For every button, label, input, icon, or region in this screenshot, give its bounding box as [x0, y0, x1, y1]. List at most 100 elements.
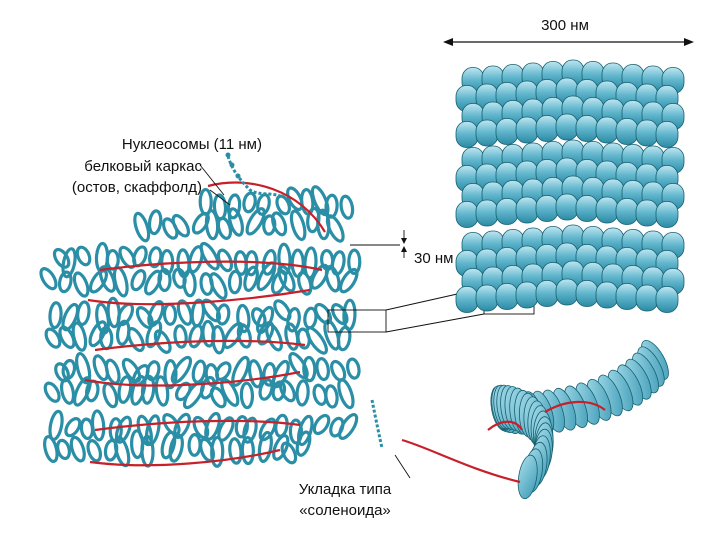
chromatin-loop [187, 433, 202, 457]
looped-chromatin-domain [39, 185, 362, 468]
fiber-segment [575, 280, 599, 307]
chromatin-loop [280, 441, 298, 465]
chromatin-loop [338, 412, 359, 440]
fiber-segment [535, 115, 559, 142]
chromatin-loop [342, 298, 357, 332]
condensed-fiber-300nm [455, 59, 685, 313]
chromatin-loop [323, 319, 341, 351]
chromatin-loop [295, 430, 312, 457]
chromatin-loop [325, 214, 345, 243]
chromatin-loop [272, 434, 290, 461]
fiber-segment [495, 118, 519, 145]
chromatin-loop [145, 319, 163, 349]
chromatin-loop [88, 269, 109, 294]
fiber-segment [555, 278, 579, 306]
solenoid-coil [490, 340, 669, 500]
chromatin-loop [61, 247, 77, 279]
chromatin-loop [302, 355, 317, 383]
chromatin-loop [160, 430, 177, 460]
chromatin-loop [257, 430, 273, 463]
chromatin-loop [288, 352, 309, 380]
nucleosome-strand-bottom [370, 399, 606, 484]
chromatin-loop [278, 379, 296, 403]
chromatin-loop [242, 191, 257, 214]
fiber-segment [655, 121, 679, 148]
chromatin-loop [324, 265, 341, 293]
chromatin-loop [163, 359, 178, 390]
chromatin-loop [39, 267, 58, 291]
chromatin-loop [346, 357, 361, 380]
chromatin-loop [220, 378, 240, 407]
scale-300nm-label: 300 нм [541, 17, 589, 34]
chromatin-loop [98, 265, 117, 293]
chromatin-loop [147, 209, 163, 236]
fiber-segment [455, 121, 479, 148]
fiber-segment [575, 195, 599, 222]
chromatin-loop [199, 241, 220, 271]
chromatin-loop [102, 382, 119, 409]
chromatin-loop [312, 413, 331, 436]
chromatin-loop [72, 271, 90, 298]
chromatin-loop [236, 303, 251, 334]
chromatin-loop [157, 267, 172, 293]
chromatin-loop [297, 414, 314, 447]
fiber-segment [615, 198, 639, 225]
chromatin-loop [244, 250, 259, 277]
chromatin-loop [133, 211, 151, 243]
fiber-segment [515, 281, 539, 309]
nucleosome-strand-top [225, 152, 281, 198]
chromatin-loop [171, 213, 191, 238]
chromatin-loop [286, 186, 304, 212]
fiber-segment [515, 116, 539, 144]
chromatin-loop [240, 436, 255, 466]
scale-300nm-arrow [443, 38, 694, 46]
fiber-segment [655, 286, 679, 313]
fiber-segment [615, 283, 639, 310]
protein-scaffold [84, 181, 326, 467]
chromatin-loop [86, 439, 103, 463]
solenoid-label-line2: «соленоида» [299, 502, 391, 519]
scale-30nm-label: 30 нм [414, 250, 454, 267]
chromatin-loop [117, 375, 133, 404]
chromatin-loop [271, 211, 288, 237]
chromatin-loop [57, 270, 73, 294]
chromatin-loop [182, 269, 197, 298]
chromatin-loop [104, 358, 121, 385]
chromatin-loop [75, 351, 92, 385]
chromatin-loop [144, 414, 161, 447]
fiber-segment [535, 195, 559, 222]
chromatin-loop [43, 381, 61, 403]
chromatin-loop [140, 374, 156, 405]
fiber-segment [455, 201, 479, 228]
chromatin-loop [176, 299, 193, 326]
fiber-segment [595, 196, 619, 224]
chromatin-loop [90, 409, 106, 442]
chromatin-loop [336, 325, 352, 352]
chromatin-loop [69, 435, 86, 463]
chromatin-loop [188, 323, 204, 349]
chromatin-loop [112, 266, 129, 298]
chromatin-loop [173, 324, 188, 349]
chromatin-loop [61, 302, 80, 332]
chromatin-loop [242, 416, 258, 444]
chromatin-loop [226, 193, 242, 220]
fiber-segment [635, 199, 659, 227]
fiber-segment [515, 196, 539, 224]
chromatin-loop [315, 357, 330, 382]
fiber-segment [475, 199, 499, 227]
fiber-segment [495, 283, 519, 310]
fiber-segment [575, 115, 599, 142]
chromatin-loop [162, 302, 178, 326]
chromatin-loop [211, 324, 226, 355]
chromatin-loop [44, 327, 62, 349]
chromatin-loop [234, 415, 249, 439]
chromatin-loop [231, 355, 250, 387]
fiber-segment [635, 284, 659, 312]
chromatin-loop [126, 327, 145, 353]
chromatin-loop [337, 378, 355, 410]
fiber-segment [555, 113, 579, 141]
chromatin-loop [274, 413, 289, 438]
chromatin-loop [330, 359, 347, 382]
chromatin-loop [130, 269, 147, 292]
chromatin-loop [71, 321, 88, 352]
